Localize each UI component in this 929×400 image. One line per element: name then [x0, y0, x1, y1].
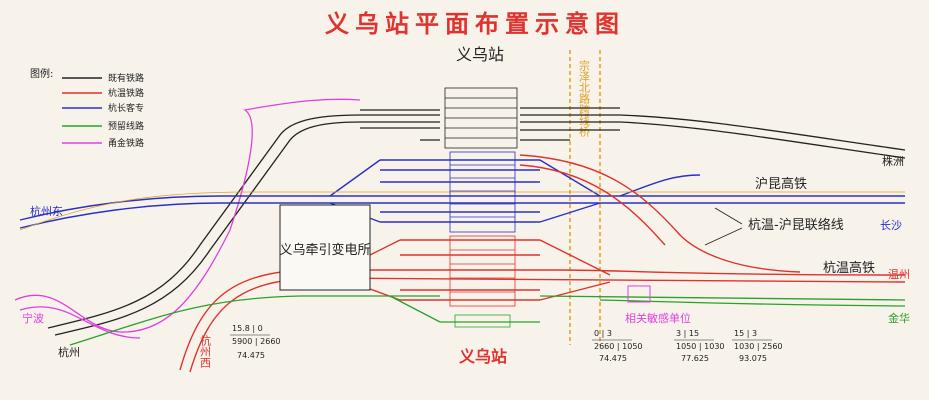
mileage-1-km: 74.475	[237, 351, 265, 360]
direction-hangzhoudong: 杭州东	[30, 204, 63, 218]
mileage-4-km: 93.075	[739, 354, 767, 363]
hangwen-hsr-label: 杭温高铁	[823, 260, 875, 276]
mileage-4-top: 15 | 3	[734, 329, 757, 338]
mileage-2-bottom: 2660 | 1050	[594, 342, 643, 351]
direction-zhuzhou: 株洲	[882, 154, 904, 168]
yongjin-railway	[14, 98, 361, 339]
legend-label-hangchang: 杭长客专	[108, 102, 144, 114]
sensitive-box	[627, 285, 651, 303]
direction-changsha: 长沙	[880, 219, 902, 232]
platform-south	[449, 235, 516, 328]
road-label: 宗泽北路跨线桥	[578, 59, 591, 138]
legend: 图例: 既有铁路 杭温铁路 杭长客专 预留线路 甬金铁路	[30, 67, 144, 149]
mileage-3-km: 77.625	[681, 354, 709, 363]
existing-railway	[47, 107, 906, 336]
mileage-4-bottom: 1030 | 2560	[734, 342, 783, 351]
hangwen-railway	[179, 154, 906, 373]
mileage-2-top: 0 | 3	[594, 329, 612, 338]
direction-ningbo: 宁波	[22, 311, 44, 325]
road-bridge: 宗泽北路跨线桥	[569, 50, 601, 345]
legend-label-yongjin: 甬金铁路	[108, 137, 144, 149]
mileage-1-bottom: 5900 | 2660	[232, 337, 281, 346]
legend-heading: 图例:	[30, 67, 53, 80]
mileage-markers: 15.8 | 0 5900 | 2660 74.475 0 | 3 2660 |…	[230, 324, 783, 363]
direction-wenzhou: 温州	[888, 268, 910, 281]
hangchang-railway	[19, 159, 905, 229]
direction-hangzhouxi: 杭州西	[199, 334, 212, 368]
mileage-3-top: 3 | 15	[676, 329, 699, 338]
platform-north	[444, 87, 518, 149]
station-south-label: 义乌站	[459, 347, 507, 366]
pointer-link-1	[714, 207, 743, 225]
hangwen-link-label: 杭温-沪昆联络线	[748, 217, 844, 233]
platform-center	[449, 151, 516, 233]
direction-jinhua: 金华	[888, 311, 910, 325]
legend-label-hangwen: 杭温铁路	[108, 87, 144, 99]
substation-box	[279, 204, 371, 291]
pointer-link-2	[704, 227, 743, 246]
legend-label-existing: 既有铁路	[108, 72, 144, 84]
page-title: 义乌站平面布置示意图	[325, 10, 625, 38]
sensitive-label: 相关敏感单位	[625, 311, 691, 325]
mileage-1-top: 15.8 | 0	[232, 324, 263, 333]
mileage-3-bottom: 1050 | 1030	[676, 342, 725, 351]
hukun-label: 沪昆高铁	[755, 176, 807, 192]
legend-label-reserved: 预留线路	[108, 120, 144, 132]
direction-hangzhou: 杭州	[58, 345, 80, 359]
substation-label: 义乌牵引变电所	[279, 242, 370, 258]
station-north-label: 义乌站	[456, 45, 504, 64]
reserved-railway	[69, 295, 906, 346]
orange-guide	[19, 191, 905, 231]
mileage-2-km: 74.475	[599, 354, 627, 363]
